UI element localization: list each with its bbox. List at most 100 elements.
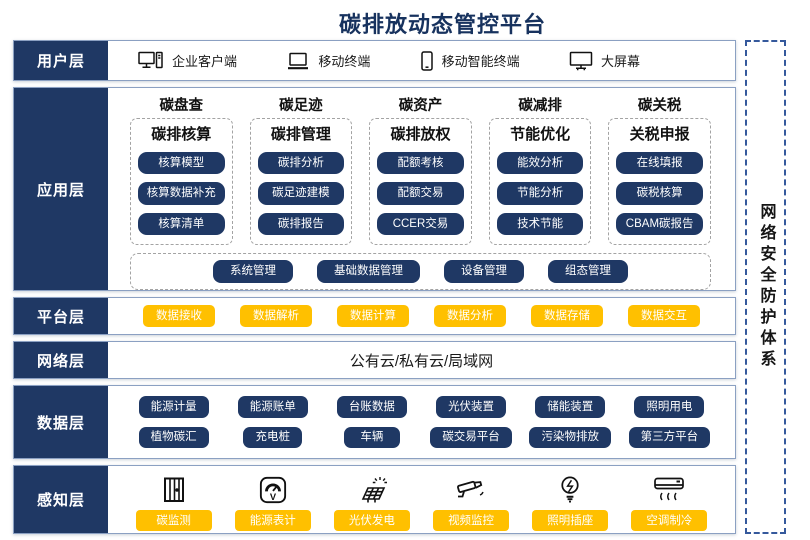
app-column-subtitle: 碳排核算: [151, 126, 212, 143]
page-title: 碳排放动态管控平台: [338, 12, 546, 37]
platform-chip: 数据解析: [240, 304, 312, 328]
app-function-chip: 节能分析: [496, 182, 584, 205]
app-column-carbon-asset: 碳资产 碳排放权 配额考核 配额交易 CCER交易: [369, 93, 472, 246]
perception-item-lighting: 照明插座: [521, 472, 620, 532]
platform-chip: 数据接收: [143, 304, 215, 328]
big-screen-icon: [569, 51, 593, 71]
perception-chip: 能源表计: [234, 510, 311, 532]
app-column-box: 碳排放权 配额考核 配额交易 CCER交易: [369, 118, 472, 246]
layer-network: 网络层 公有云/私有云/局域网: [13, 341, 736, 379]
layer-stack: 用户层 企业客户端: [13, 40, 736, 534]
app-function-chip: 核算清单: [138, 212, 225, 236]
desktop-computer-icon: [138, 51, 164, 71]
platform-chip: 数据存储: [531, 304, 603, 328]
app-common-chip: 组态管理: [548, 260, 628, 283]
layer-data-label: 数据层: [14, 386, 108, 458]
app-column-box: 关税申报 在线填报 碳税核算 CBAM碳报告: [608, 118, 711, 246]
layer-platform: 平台层 数据接收 数据解析 数据计算 数据分析 数据存储 数据交互: [13, 297, 736, 335]
user-terminal-enterprise: 企业客户端: [138, 51, 237, 71]
layer-data: 数据层 能源计量 能源账单 台账数据 光伏装置 储能装置 照明用电 植物碳汇 充…: [13, 385, 736, 459]
app-common-chip: 设备管理: [444, 260, 524, 283]
security-protection-label: 网络安全防护体系: [757, 203, 775, 371]
app-function-chip: 碳排报告: [257, 212, 345, 236]
app-function-chip: 配额考核: [377, 152, 464, 175]
app-function-chip: 配额交易: [377, 182, 464, 205]
app-column-subtitle: 碳排管理: [270, 126, 331, 143]
smartphone-icon: [420, 50, 434, 71]
app-common-chip: 系统管理: [213, 260, 293, 283]
layer-user-content: 企业客户端 移动终端: [108, 41, 735, 80]
app-function-chip: CCER交易: [377, 212, 464, 236]
user-terminal-big-screen: 大屏幕: [569, 51, 640, 71]
air-conditioner-icon: [653, 472, 685, 504]
data-source-chip: 能源计量: [138, 396, 209, 418]
app-common-chip: 基础数据管理: [317, 260, 420, 283]
perception-item-carbon-monitor: 碳监测: [124, 472, 223, 532]
layer-perception: 感知层 碳监测: [13, 465, 736, 534]
layer-app: 应用层 碳盘查 碳排核算 核算模型 核算数据补充 核算清单 碳足迹: [13, 87, 736, 291]
perception-item-energy-meter: V 能源表计: [223, 472, 322, 532]
layer-app-content: 碳盘查 碳排核算 核算模型 核算数据补充 核算清单 碳足迹 碳排管理 碳排分析: [108, 88, 735, 290]
user-terminal-label: 移动智能终端: [441, 54, 520, 69]
perception-chip: 碳监测: [135, 510, 212, 532]
app-column-box: 碳排管理 碳排分析 碳足迹建模 碳排报告: [249, 118, 353, 246]
data-source-chip: 能源账单: [237, 396, 308, 418]
app-function-chip: 在线填报: [616, 152, 703, 175]
user-terminal-label: 大屏幕: [600, 54, 640, 69]
app-function-chip: 碳足迹建模: [257, 182, 345, 205]
layer-user-label: 用户层: [14, 41, 108, 80]
carbon-monitor-icon: [161, 472, 187, 504]
app-column-header: 碳关税: [637, 98, 682, 114]
perception-chip: 视频监控: [433, 510, 510, 532]
app-function-chip: 核算模型: [138, 152, 225, 175]
perception-item-solar: 光伏发电: [322, 472, 421, 532]
app-column-header: 碳减排: [518, 98, 562, 114]
app-column-subtitle: 关税申报: [629, 126, 690, 143]
app-column-subtitle: 碳排放权: [390, 126, 451, 143]
network-cloud-text: 公有云/私有云/局域网: [349, 352, 494, 370]
data-source-chip: 碳交易平台: [430, 426, 512, 448]
security-protection-sidebar: 网络安全防护体系: [745, 40, 786, 534]
data-source-chip: 第三方平台: [628, 426, 711, 448]
perception-chip: 照明插座: [532, 510, 609, 532]
platform-chip: 数据交互: [628, 304, 700, 328]
app-function-chip: 碳排分析: [257, 152, 345, 175]
layer-platform-label: 平台层: [14, 298, 108, 334]
data-source-chip: 照明用电: [634, 396, 705, 418]
layer-user: 用户层 企业客户端: [13, 40, 736, 81]
app-column-carbon-footprint: 碳足迹 碳排管理 碳排分析 碳足迹建模 碳排报告: [249, 93, 353, 246]
solar-panel-icon: [356, 472, 388, 504]
app-function-chip: 碳税核算: [616, 182, 703, 205]
user-terminal-label: 移动终端: [318, 54, 371, 69]
perception-chip: 光伏发电: [333, 510, 410, 532]
app-function-chip: CBAM碳报告: [616, 212, 703, 236]
platform-chip: 数据计算: [337, 304, 409, 328]
app-column-header: 碳盘查: [159, 98, 204, 114]
app-column-box: 节能优化 能效分析 节能分析 技术节能: [488, 118, 592, 246]
user-terminal-smart-mobile: 移动智能终端: [420, 50, 520, 71]
app-common-management-box: 系统管理 基础数据管理 设备管理 组态管理: [130, 253, 711, 290]
energy-meter-icon: V: [259, 472, 287, 504]
app-column-subtitle: 节能优化: [510, 126, 571, 143]
data-source-chip: 储能装置: [535, 396, 606, 418]
light-bulb-icon: [559, 472, 581, 504]
layer-perception-content: 碳监测 V 能源表计: [108, 466, 735, 533]
app-function-chip: 能效分析: [496, 152, 584, 175]
app-columns: 碳盘查 碳排核算 核算模型 核算数据补充 核算清单 碳足迹 碳排管理 碳排分析: [130, 93, 711, 246]
layer-network-label: 网络层: [14, 342, 108, 378]
layer-network-content: 公有云/私有云/局域网: [108, 342, 735, 378]
data-source-chip: 台账数据: [336, 396, 407, 418]
platform-chip: 数据分析: [434, 304, 506, 328]
app-column-header: 碳足迹: [279, 98, 323, 114]
app-function-chip: 核算数据补充: [138, 182, 225, 205]
app-column-carbon-reduction: 碳减排 节能优化 能效分析 节能分析 技术节能: [488, 93, 592, 246]
layer-data-content: 能源计量 能源账单 台账数据 光伏装置 储能装置 照明用电 植物碳汇 充电桩 车…: [108, 386, 735, 458]
app-column-carbon-inventory: 碳盘查 碳排核算 核算模型 核算数据补充 核算清单: [130, 93, 233, 246]
app-column-box: 碳排核算 核算模型 核算数据补充 核算清单: [130, 118, 233, 246]
perception-item-cctv: 视频监控: [421, 472, 520, 532]
data-source-chip: 植物碳汇: [138, 426, 209, 448]
user-terminal-label: 企业客户端: [172, 54, 238, 69]
layer-platform-content: 数据接收 数据解析 数据计算 数据分析 数据存储 数据交互: [108, 298, 735, 334]
app-column-carbon-tariff: 碳关税 关税申报 在线填报 碳税核算 CBAM碳报告: [608, 93, 711, 246]
